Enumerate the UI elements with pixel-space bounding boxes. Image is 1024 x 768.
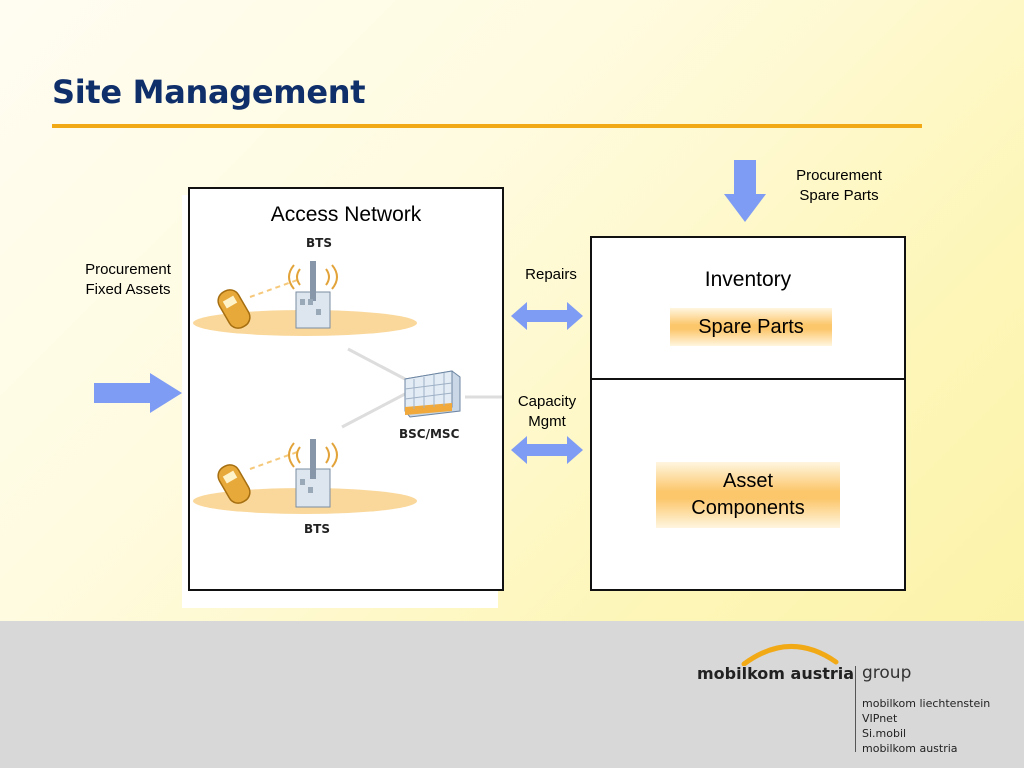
fixed-assets-arrow <box>94 373 182 413</box>
brand-members: mobilkom liechtenstein VIPnet Si.mobil m… <box>862 696 990 756</box>
slide-title: Site Management <box>52 73 366 111</box>
tower-icon-top <box>288 261 338 329</box>
brand-divider <box>855 666 856 752</box>
footer-bar <box>0 621 1024 768</box>
phone-icon-top <box>217 289 251 329</box>
spare-parts-arrow <box>724 160 766 222</box>
access-network-box: Access Network <box>188 187 504 591</box>
access-network-title: Access Network <box>270 203 422 226</box>
procurement-spare-parts-label: Procurement Spare Parts <box>796 167 882 204</box>
capacity-arrow <box>511 436 583 464</box>
bsc-msc-label: BSC/MSC <box>399 427 460 441</box>
spare-parts-box: Spare Parts <box>670 308 832 346</box>
bts-top-label: BTS <box>306 236 332 250</box>
procurement-fixed-assets-label: Procurement Fixed Assets <box>85 261 171 298</box>
network-diagram <box>193 261 502 514</box>
inventory-title: Inventory <box>704 268 792 291</box>
bsc-building-icon <box>404 370 461 418</box>
capacity-mgmt-label: Capacity Mgmt <box>517 393 577 430</box>
title-underline <box>52 124 922 128</box>
bts-bottom-label: BTS <box>304 522 330 536</box>
repairs-label: Repairs <box>525 266 577 283</box>
brand-group: group <box>862 663 912 683</box>
member-item: VIPnet <box>862 712 898 725</box>
brand-name: mobilkom austria <box>697 664 855 683</box>
phone-icon-bottom <box>217 464 251 504</box>
member-item: Si.mobil <box>862 727 907 740</box>
asset-components-box: Asset Components <box>656 462 840 528</box>
member-item: mobilkom liechtenstein <box>862 697 991 710</box>
brand-arc-icon <box>741 644 839 666</box>
inventory-box: Inventory Spare Parts <box>590 236 906 380</box>
assets-box: Asset Components <box>590 378 906 591</box>
repairs-arrow <box>511 302 583 330</box>
tower-icon-bottom <box>288 439 338 508</box>
member-item: mobilkom austria <box>862 742 958 755</box>
